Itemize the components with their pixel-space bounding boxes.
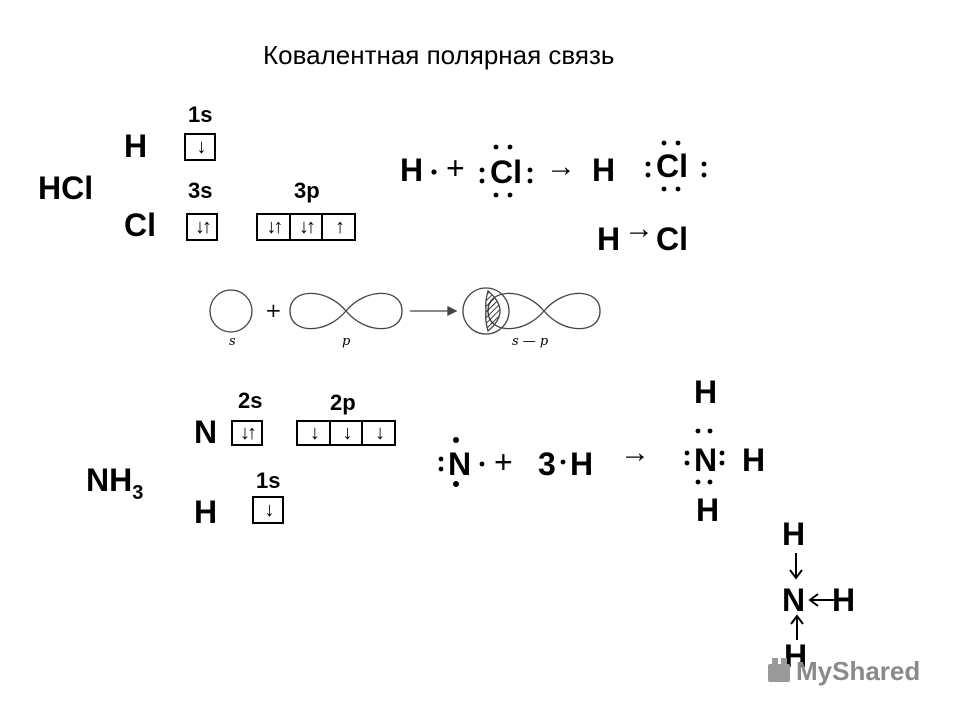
- nh3-eq-h: H: [570, 446, 594, 482]
- nh3-prod-top-h: H: [694, 374, 718, 410]
- hcl-h-1s-box: ↓: [184, 133, 216, 161]
- hcl-cl-label: Cl: [124, 207, 156, 243]
- overlap-label-sp: s — p: [512, 334, 549, 349]
- electron-arrow: ↓↑: [240, 422, 257, 444]
- overlap-label-s: s: [229, 334, 236, 349]
- nh3-formula-sub: 3: [132, 482, 144, 504]
- eq-cl: Cl: [490, 154, 522, 190]
- nh3-final-n: N: [782, 582, 806, 618]
- eq-h-dot: [431, 169, 437, 175]
- nh3-eq-h-dot: [560, 459, 566, 465]
- bond-cl: Cl: [656, 221, 688, 257]
- nh3-final-right-h: H: [832, 582, 856, 618]
- bond-h: H: [597, 221, 621, 257]
- electron-arrow: ↓↑: [195, 216, 212, 238]
- eq-h: H: [400, 152, 424, 188]
- nh3-final-arrows: [789, 553, 834, 640]
- nh3-eq-n: N: [448, 446, 472, 482]
- nh3-eq-arrow: →: [620, 436, 650, 469]
- nh3-prod-n: N: [694, 442, 718, 478]
- hcl-h-label: H: [124, 128, 148, 164]
- prod-cl-dots: [645, 140, 707, 192]
- nh3-eq-3: 3: [538, 446, 556, 482]
- electron-arrow: ↓↑: [266, 216, 283, 238]
- prod-h: H: [592, 152, 616, 188]
- nh3-final-top-h: H: [782, 516, 806, 552]
- electron-arrow: ↓: [342, 422, 353, 444]
- hcl-cl-3s-box: ↓↑: [186, 213, 218, 241]
- eq-plus: +: [446, 150, 465, 186]
- eq-cl-dots: [479, 144, 533, 198]
- bond-arrow: →: [624, 212, 654, 245]
- watermark-logo-icon: [768, 658, 790, 682]
- electron-arrow: ↓: [309, 422, 320, 444]
- electron-arrow: ↓: [264, 499, 275, 521]
- nh3-eq-n-dots: [438, 437, 485, 487]
- hcl-cl-3p-box: ↓↑ ↓↑ ↑: [256, 213, 356, 241]
- watermark-text: MyShared: [796, 656, 921, 686]
- nh3-h-label: H: [194, 494, 218, 530]
- electron-arrow: ↑: [335, 216, 345, 238]
- hcl-cl-s-label: 3s: [188, 178, 213, 203]
- electron-arrow: ↓↑: [299, 216, 316, 238]
- s-p-overlap-shape: [462, 287, 601, 335]
- electron-arrow: ↓: [375, 422, 385, 444]
- nh3-n-2p-box: ↓ ↓ ↓: [296, 420, 396, 446]
- nh3-formula: NH3: [86, 462, 143, 504]
- hcl-formula: HCl: [38, 170, 94, 206]
- page-title: Ковалентная полярная связь: [263, 40, 615, 70]
- hcl-h-orbital-label: 1s: [188, 102, 213, 127]
- p-orbital-shape: [289, 292, 403, 330]
- nh3-prod-n-dots: [684, 428, 725, 485]
- nh3-h-orbital-label: 1s: [256, 468, 281, 493]
- prod-cl: Cl: [656, 148, 688, 184]
- overlap-plus: +: [265, 298, 282, 322]
- overlap-label-p: p: [342, 334, 351, 349]
- nh3-final-bottom-h: H: [784, 638, 808, 674]
- overlap-arrow: [410, 305, 458, 317]
- eq-arrow: →: [546, 150, 576, 183]
- nh3-formula-main: NH: [86, 462, 133, 498]
- nh3-h-1s-box: ↓: [252, 496, 284, 524]
- nh3-prod-bottom-h: H: [696, 492, 720, 528]
- hcl-cl-p-label: 3p: [294, 178, 320, 203]
- nh3-prod-right-h: H: [742, 442, 766, 478]
- electron-arrow: ↓: [196, 136, 207, 158]
- nh3-n-s-label: 2s: [238, 388, 263, 413]
- nh3-n-p-label: 2p: [330, 390, 356, 415]
- nh3-n-label: N: [194, 414, 218, 450]
- nh3-n-2s-box: ↓↑: [231, 420, 263, 446]
- nh3-eq-plus: +: [494, 444, 513, 480]
- s-orbital-shape: [209, 289, 253, 333]
